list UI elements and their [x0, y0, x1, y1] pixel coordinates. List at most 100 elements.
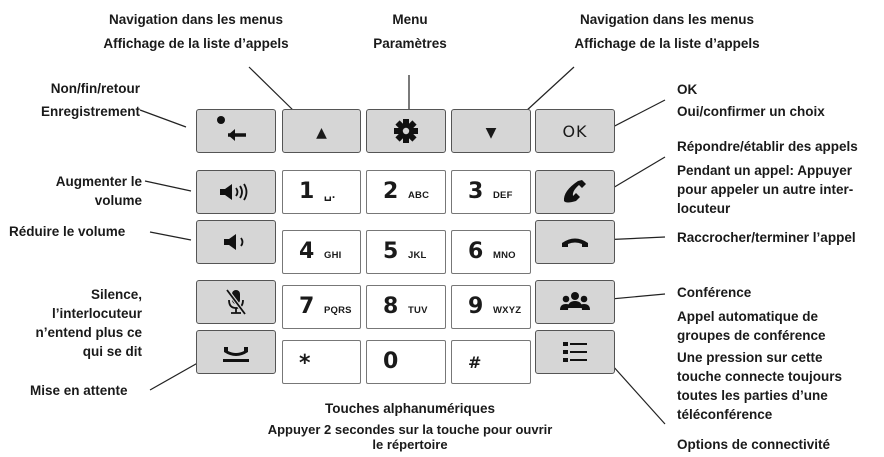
label-text: le répertoire	[372, 437, 448, 452]
hold-button[interactable]	[196, 330, 276, 374]
key-digit: 5	[383, 239, 399, 264]
microphone-muted-icon	[225, 288, 247, 316]
key-digit: 3	[468, 179, 484, 204]
label-text: Non/fin/retour	[50, 81, 140, 96]
label-text: groupes de conférence	[677, 328, 826, 343]
key-9[interactable]: 9 WXYZ	[451, 285, 531, 329]
key-digit: 7	[299, 294, 315, 319]
key-letters: PQRS	[324, 305, 352, 316]
label-text: volume	[94, 193, 142, 208]
label-text: l’interlocuteur	[51, 306, 142, 321]
label-nav-left: Navigation dans les menus Affichage de l…	[60, 10, 332, 53]
label-text: Mise en attente	[30, 383, 128, 398]
label-hangup: Raccrocher/terminer l’appel	[677, 228, 856, 247]
key-2[interactable]: 2 ABC	[366, 170, 446, 214]
handset-hold-icon	[223, 347, 249, 362]
label-text: Augmenter le	[55, 174, 142, 189]
label-text: qui se dit	[82, 344, 142, 359]
ok-label: OK	[562, 121, 588, 141]
label-text: Silence,	[90, 287, 142, 302]
label-text: Touches alphanumériques	[324, 401, 496, 416]
label-text: Pendant un appel: Appuyer	[677, 163, 853, 178]
key-digit: 6	[468, 239, 484, 264]
back-record-button[interactable]	[196, 109, 276, 153]
key-digit: 1	[299, 179, 315, 204]
label-text: Navigation dans les menus	[108, 12, 284, 27]
label-text: Options de connectivité	[677, 437, 831, 452]
label-conference: Conférence Appel automatique de groupes …	[677, 283, 842, 424]
key-0[interactable]: 0	[366, 340, 446, 384]
key-8[interactable]: 8 TUV	[366, 285, 446, 329]
mute-button[interactable]	[196, 280, 276, 324]
label-text: locuteur	[677, 201, 731, 216]
label-volume-up: Augmenter le volume	[10, 172, 142, 210]
label-hold: Mise en attente	[30, 381, 128, 400]
key-1[interactable]: 1 ␣.	[282, 170, 361, 214]
key-digit: 4	[299, 239, 315, 264]
label-mute: Silence, l’interlocuteur n’entend plus c…	[10, 285, 142, 361]
label-text: Navigation dans les menus	[579, 12, 755, 27]
key-letters: ABC	[408, 190, 430, 201]
label-text: Réduire le volume	[9, 224, 126, 239]
conference-button[interactable]	[535, 280, 615, 324]
volume-down-button[interactable]	[196, 220, 276, 264]
label-text: Appuyer 2 secondes sur la touche pour ou…	[267, 422, 553, 437]
key-letters: DEF	[493, 190, 513, 201]
arrow-up-icon: ▲	[316, 125, 327, 141]
label-text: OK	[677, 82, 698, 97]
label-text: Affichage de la liste d’appels	[574, 36, 760, 51]
key-hash[interactable]: #	[451, 340, 531, 384]
label-text: Répondre/établir des appels	[677, 139, 858, 154]
label-text: Affichage de la liste d’appels	[103, 36, 289, 51]
label-connectivity: Options de connectivité	[677, 435, 830, 454]
label-text: pour appeler un autre inter-	[677, 182, 854, 197]
list-options-icon	[563, 342, 587, 362]
answer-call-button[interactable]	[535, 170, 615, 214]
label-volume-down: Réduire le volume	[9, 222, 125, 241]
label-text: Appel automatique de	[677, 309, 819, 324]
key-7[interactable]: 7 PQRS	[282, 285, 361, 329]
key-digit: 0	[383, 349, 399, 374]
label-text: Conférence	[677, 285, 752, 300]
nav-up-button[interactable]: ▲	[282, 109, 361, 153]
key-letters: ␣.	[324, 187, 336, 201]
label-text: Menu	[392, 12, 428, 27]
ok-button[interactable]: OK	[535, 109, 615, 153]
handset-hangup-icon	[562, 238, 588, 247]
hangup-button[interactable]	[535, 220, 615, 264]
label-alphanumeric: Touches alphanumériques Appuyer 2 second…	[220, 399, 600, 452]
key-letters: MNO	[493, 250, 516, 261]
key-digit: 9	[468, 294, 484, 319]
nav-down-button[interactable]: ▼	[451, 109, 531, 153]
speaker-soft-icon	[224, 234, 244, 250]
key-letters: TUV	[408, 305, 428, 316]
label-back: Non/fin/retour Enregistrement	[10, 79, 140, 121]
key-6[interactable]: 6 MNO	[451, 230, 531, 274]
label-text: toutes les parties d’une	[677, 388, 828, 403]
key-letters: GHI	[324, 250, 342, 261]
back-arrow-record-icon	[217, 116, 246, 141]
key-3[interactable]: 3 DEF	[451, 170, 531, 214]
arrow-down-icon: ▼	[485, 125, 497, 141]
connectivity-options-button[interactable]	[535, 330, 615, 374]
label-text: touche connecte toujours	[677, 369, 843, 384]
gear-icon	[394, 119, 418, 143]
key-5[interactable]: 5 JKL	[366, 230, 446, 274]
key-digit: 8	[383, 294, 399, 319]
label-ok: OK Oui/confirmer un choix	[677, 80, 825, 121]
label-menu: Menu Paramètres	[340, 10, 480, 53]
label-text: Paramètres	[373, 36, 447, 51]
label-nav-right: Navigation dans les menus Affichage de l…	[531, 10, 803, 53]
volume-up-button[interactable]	[196, 170, 276, 214]
key-letters: WXYZ	[493, 305, 522, 316]
label-text: Enregistrement	[40, 104, 140, 119]
label-text: Raccrocher/terminer l’appel	[677, 230, 856, 245]
group-icon	[560, 292, 590, 310]
key-4[interactable]: 4 GHI	[282, 230, 361, 274]
label-text: n’entend plus ce	[35, 325, 142, 340]
key-digit: #	[468, 353, 482, 372]
key-star[interactable]: *	[282, 340, 361, 384]
menu-button[interactable]	[366, 109, 446, 153]
